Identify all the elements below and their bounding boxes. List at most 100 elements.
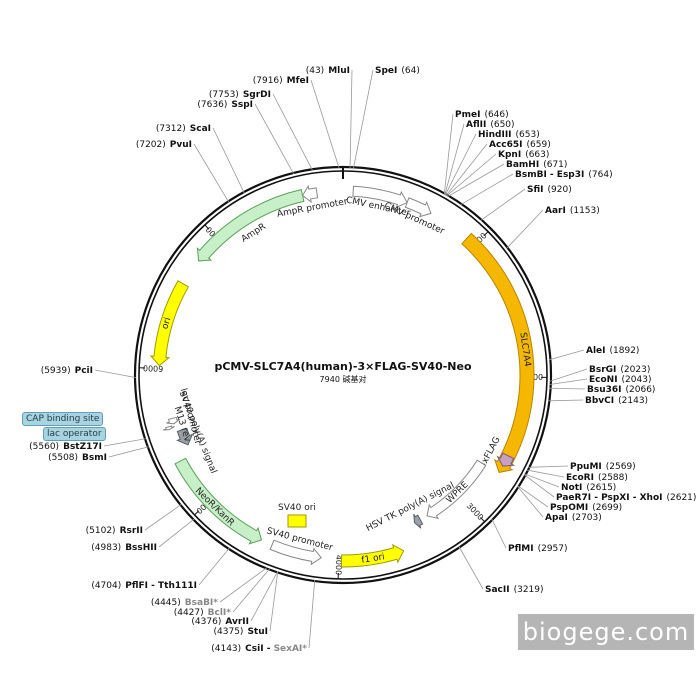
feature-sv40-ori: SV40 ori (278, 503, 316, 528)
site-pflmi-position: (2957) (538, 544, 568, 554)
site-sspi: (7636) SspI (197, 100, 295, 175)
site-stui-name: StuI (247, 627, 268, 637)
site-bsabi-label: (4445)BsaBI* (151, 598, 218, 608)
feature-cmv-enhancer-arrow (352, 185, 408, 209)
site-noti: NotI (2615) (524, 473, 616, 493)
site-aflii: AflII(650) (444, 120, 515, 195)
site-aari: AarI(1153) (506, 206, 600, 249)
site-mlui-leader (349, 69, 353, 169)
site-stui-position: (4375) (214, 627, 244, 637)
site-alei-name: AleI (586, 346, 606, 356)
feature-neor-kanr-arrow (174, 457, 263, 545)
site-avrii-position: (4376) (191, 617, 221, 627)
site-pflfi-tth111i-leader (198, 547, 230, 586)
site-pspomi-label: PspOMI(2699) (550, 503, 622, 513)
site-bsmi-position: (5508) (48, 453, 78, 463)
tick-1000 (483, 231, 489, 237)
site-mfei: (7916)MfeI (253, 76, 340, 169)
site-acc65i-position: (659) (527, 140, 551, 150)
site-bsmbi-esp3i-position: (764) (588, 170, 612, 180)
site-bsu36i-label: Bsu36I(2066) (587, 385, 655, 395)
site-sacii-name: SacII (485, 585, 510, 595)
site-hindiii: HindIII(653) (444, 130, 540, 196)
site-pspomi-leader (517, 485, 549, 508)
site-bsmi-name: BsmI (82, 453, 107, 463)
site-mfei-position: (7916) (253, 76, 283, 86)
feature-sv40-ori-label: SV40 ori (278, 503, 316, 513)
tick-label-4000: 4000 (334, 555, 343, 576)
feature-lac-promoter-arrow (166, 416, 181, 425)
site-sacii-label: SacII (3219) (485, 585, 544, 595)
site-alei-position: (1892) (610, 346, 640, 356)
site-sspi-name: SspI (231, 100, 253, 110)
site-mlui-name: MluI (328, 66, 350, 76)
site-pcii-leader (94, 369, 137, 379)
site-sfii-label: SfiI (920) (527, 185, 572, 195)
site-sacii-position: (3219) (514, 585, 544, 595)
site-bstz17i-leader (103, 438, 147, 447)
site-ecori-position: (2588) (598, 473, 628, 483)
site-bcli-leader (232, 568, 271, 613)
site-sgrdi: (7753)SgrDI (209, 90, 313, 171)
site-mlui: (43)MluI (306, 66, 353, 169)
site-kpni-name: KpnI (498, 150, 521, 160)
site-pvui-position: (7202) (136, 140, 166, 150)
feature-ori-arrow (149, 280, 190, 367)
site-sgrdi-leader (272, 93, 313, 171)
site-pmei-label: PmeI (646) (455, 110, 509, 120)
site-spei-position: (64) (401, 66, 419, 76)
site-bsabi-name: BsaBI* (185, 598, 218, 608)
tick-7000 (204, 224, 210, 230)
site-sfii: SfiI (920) (480, 185, 572, 221)
site-pspomi-position: (2699) (592, 503, 622, 513)
site-bsrgi: BsrGI(2023) (549, 365, 650, 382)
site-pvui-leader (193, 143, 230, 203)
site-aflii-label: AflII(650) (466, 120, 515, 130)
site-pcii-name: PciI (75, 366, 93, 376)
site-avrii: (4376)AvrII (191, 571, 278, 627)
site-hindiii-name: HindIII (478, 130, 512, 140)
site-bstz17i-position: (5560) (29, 442, 59, 452)
site-bsmbi-esp3i-name: BsmBI - Esp3I (515, 170, 584, 180)
site-hindiii-leader (444, 133, 477, 196)
site-noti-label: NotI (2615) (561, 483, 616, 493)
site-mfei-label: (7916)MfeI (253, 76, 309, 86)
site-alei: AleI (1892) (549, 346, 640, 361)
tick-3000 (480, 517, 486, 523)
site-ppumi-label: PpuMI(2569) (570, 462, 636, 472)
site-acc65i-leader (445, 143, 488, 196)
site-pvui-name: PvuI (170, 140, 192, 150)
feature-cmv-promoter-arrow (404, 197, 432, 218)
site-scai-position: (7312) (156, 124, 186, 134)
feature-cmv-promoter: CMV promoter (383, 197, 446, 237)
site-rsrii-name: RsrII (120, 526, 143, 536)
site-apai: ApaI(2703) (517, 486, 602, 523)
site-rsrii: (5102)RsrII (86, 504, 182, 536)
site-ecori-leader (526, 469, 565, 478)
site-bbvci-leader (548, 399, 584, 402)
site-pmei-name: PmeI (455, 110, 480, 120)
site-sfii-name: SfiI (527, 185, 544, 195)
site-apai-leader (517, 486, 544, 518)
site-bsshii-position: (4983) (91, 543, 121, 553)
site-bstz17i-label: (5560)BstZ17I (29, 442, 102, 452)
site-acc65i-name: Acc65I (489, 140, 523, 150)
site-aari-label: AarI(1153) (545, 206, 600, 216)
site-noti-position: (2615) (586, 483, 616, 493)
site-apai-label: ApaI(2703) (545, 513, 602, 523)
site-noti-name: NotI (561, 483, 582, 493)
site-stui-label: (4375)StuI (214, 627, 268, 637)
site-bsrgi-name: BsrGI (589, 365, 616, 375)
site-sgrdi-label: (7753)SgrDI (209, 90, 271, 100)
site-bamhi-label: BamHI(671) (506, 160, 567, 170)
site-sfii-position: (920) (548, 185, 572, 195)
site-spei-name: SpeI (375, 66, 397, 76)
site-acc65i-label: Acc65I (659) (489, 140, 551, 150)
feature-ampr: AmpR (196, 189, 305, 262)
site-pmei-position: (646) (484, 110, 508, 120)
site-sspi-position: (7636) (197, 100, 227, 110)
site-spei-label: SpeI (64) (375, 66, 420, 76)
site-pvui: (7202) PvuI (136, 140, 230, 203)
